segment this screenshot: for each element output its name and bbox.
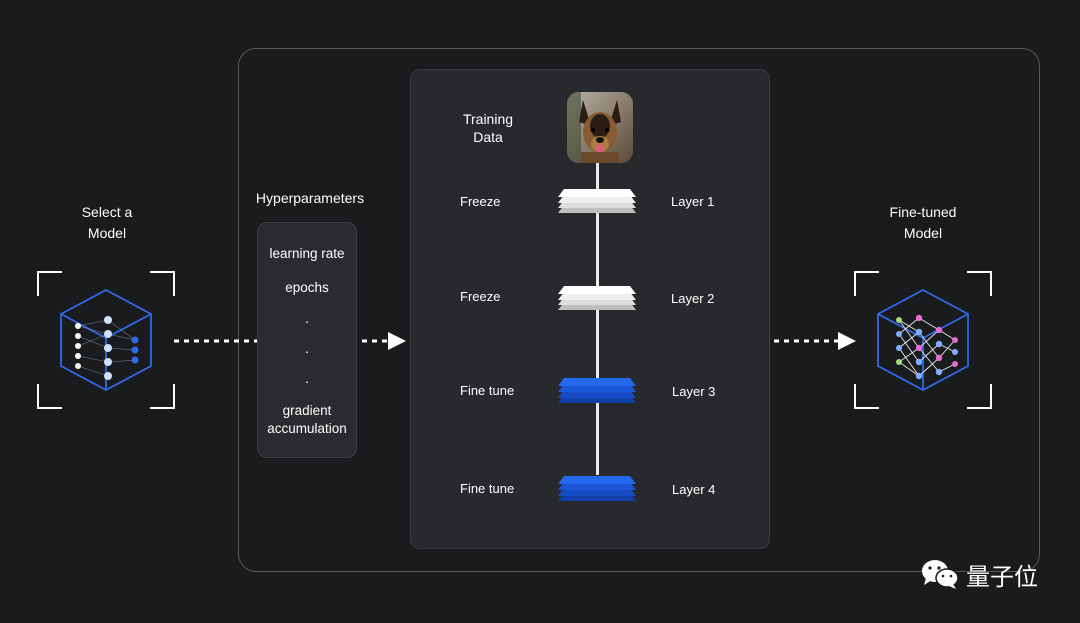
layer-1-action: Freeze [460, 194, 501, 209]
layer-4-tuned-stack-icon [558, 476, 636, 501]
layer-2-name: Layer 2 [671, 291, 715, 306]
watermark: 量子位 [920, 556, 1038, 592]
hyperparameter-gradient-line2: accumulation [267, 421, 347, 436]
layer-2-frozen-stack-icon [558, 286, 636, 310]
layer-1-frozen-stack-icon [558, 189, 636, 213]
fine-tuned-title-line2: Model [903, 225, 943, 241]
layer-connector [596, 160, 599, 475]
layer-3-tuned-stack-icon [558, 378, 636, 403]
dashed-arrow-right [774, 332, 856, 350]
training-image [567, 92, 633, 163]
ellipsis-dot: . [305, 370, 309, 386]
hyperparameter-gradient-accumulation: gradient accumulation [257, 402, 357, 438]
fine-tuned-model-title: Fine-tuned Model [868, 203, 978, 242]
hyperparameter-learning-rate: learning rate [269, 246, 345, 261]
selection-brackets [854, 271, 992, 409]
hyperparameters-panel [257, 222, 357, 458]
layer-3-name: Layer 3 [672, 384, 716, 399]
training-data-line2: Data [473, 129, 503, 145]
ellipsis-dot: . [305, 340, 309, 356]
dog-photo-icon [567, 92, 633, 163]
neural-network-cube-icon [37, 271, 175, 409]
layer-2-action: Freeze [460, 289, 501, 304]
watermark-text: 量子位 [966, 562, 1038, 591]
hyperparameter-epochs: epochs [285, 280, 329, 295]
dashed-arrow-middle [362, 332, 406, 350]
dashed-connector-left [174, 339, 260, 343]
pipeline-frame [238, 48, 1040, 572]
select-model-title-line1: Select a [81, 204, 133, 220]
select-model-title-line2: Model [87, 225, 127, 241]
fine-tuned-network-cube-icon [854, 271, 992, 409]
layer-3-action: Fine tune [460, 383, 515, 398]
fine-tuned-title-line1: Fine-tuned [889, 204, 957, 220]
wechat-icon [922, 560, 959, 589]
layer-4-name: Layer 4 [672, 482, 716, 497]
layer-4-action: Fine tune [460, 481, 515, 496]
select-model-title: Select a Model [62, 203, 152, 242]
selection-brackets [37, 271, 175, 409]
layer-1-name: Layer 1 [671, 194, 715, 209]
hyperparameters-heading: Hyperparameters [255, 190, 365, 206]
hyperparameter-gradient-line1: gradient [282, 403, 332, 418]
training-data-label: Training Data [448, 110, 528, 146]
ellipsis-dot: . [305, 310, 309, 326]
training-data-line1: Training [462, 111, 514, 127]
